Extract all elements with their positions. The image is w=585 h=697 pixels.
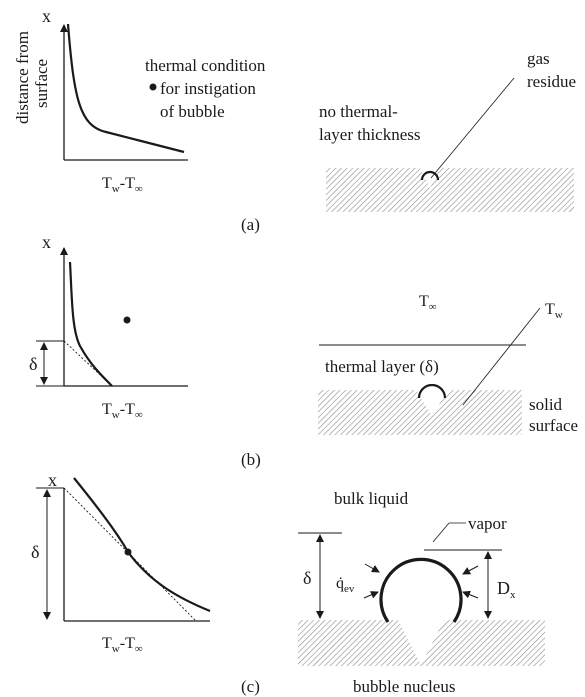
- panel-a-gas-label-1: gas: [527, 49, 550, 68]
- panel-c-x-label: Tw-T∞: [102, 635, 143, 655]
- panel-a-gas-label-2: residue: [527, 72, 576, 91]
- panel-b: x δ Tw-T∞ T∞ Tw thermal layer (δ): [29, 232, 578, 469]
- panel-c-bubble-schematic: bulk liquid vapor δ q̇ev Dx bubble nucle…: [298, 489, 545, 696]
- panel-b-point: [123, 316, 131, 324]
- panel-a-x-axis-letter: x: [42, 6, 51, 26]
- panel-c: x δ Tw-T∞ bulk liquid vapor δ q̇ev: [31, 470, 545, 696]
- panel-b-surface: T∞ Tw thermal layer (δ) solid surface: [318, 293, 578, 435]
- panel-b-bubble: [417, 383, 447, 399]
- panel-c-flux-arrow-right-2: [462, 590, 479, 599]
- panel-a-y-label-1: distance from: [13, 31, 32, 124]
- panel-c-bubble: [379, 557, 463, 623]
- panel-b-solid-1: solid: [529, 395, 563, 414]
- panel-b-tangent-line: [63, 340, 113, 387]
- panel-c-bulk-liquid: bulk liquid: [334, 489, 409, 508]
- panel-b-solid-2: surface: [529, 416, 578, 435]
- panel-a-surface: gas residue no thermal- layer thickness: [319, 49, 576, 212]
- panel-c-flux-arrow-left-1: [364, 563, 380, 573]
- panel-c-flux-arrow-right-1: [462, 565, 479, 575]
- panel-a-gas-residue: [420, 170, 440, 181]
- panel-b-plot: x δ Tw-T∞: [29, 232, 188, 421]
- panel-b-solid-surface: [318, 390, 522, 435]
- panel-c-bubble-delta: δ: [303, 568, 311, 588]
- panel-c-flux-arrow-left-2: [363, 591, 379, 599]
- panel-c-point: [124, 548, 132, 556]
- panel-c-curve: [73, 477, 211, 613]
- panel-b-thermal-layer: thermal layer (δ): [325, 357, 439, 376]
- panel-a-legend-line1: thermal condition: [145, 56, 266, 75]
- panel-b-x-label: Tw-T∞: [102, 401, 143, 421]
- panel-a: x distance from surface Tw-T∞ thermal co…: [13, 6, 576, 234]
- panel-c-vapor-leader: [432, 522, 450, 543]
- panel-c-plot: x δ Tw-T∞: [31, 470, 211, 655]
- panel-b-x-axis-letter: x: [42, 232, 51, 252]
- panel-a-plot: x distance from surface Tw-T∞ thermal co…: [13, 6, 266, 195]
- panel-a-y-label-2: surface: [32, 59, 51, 108]
- panel-b-curve: [68, 261, 113, 387]
- panel-c-bubble-nucleus: bubble nucleus: [353, 677, 455, 696]
- panel-c-vapor: vapor: [468, 514, 507, 533]
- panel-c-q-ev: q̇ev: [336, 575, 355, 595]
- panel-b-tw-leader: [462, 307, 541, 406]
- panel-c-solid-surface: [298, 620, 545, 666]
- panel-c-dx: Dx: [497, 578, 516, 601]
- panel-a-no-layer-2: layer thickness: [319, 125, 421, 144]
- panel-a-caption: (a): [241, 215, 260, 234]
- panel-c-delta-symbol: δ: [31, 542, 39, 562]
- panel-b-t-w: Tw: [545, 301, 563, 321]
- panel-b-caption: (b): [241, 450, 261, 469]
- panel-c-caption: (c): [241, 677, 260, 696]
- panel-a-legend-line2: for instigation: [160, 79, 256, 98]
- panel-a-solid-surface: [326, 168, 574, 212]
- panel-b-delta-symbol: δ: [29, 354, 37, 374]
- panel-b-t-inf: T∞: [419, 293, 437, 313]
- panel-a-x-label: Tw-T∞: [102, 175, 143, 195]
- panel-a-gas-leader: [430, 77, 515, 179]
- panel-a-curve: [66, 23, 185, 154]
- panel-a-no-layer-1: no thermal-: [319, 102, 398, 121]
- panel-a-legend-dot: [149, 83, 157, 91]
- panel-c-x-axis-letter: x: [48, 470, 57, 490]
- panel-a-legend-line3: of bubble: [160, 102, 225, 121]
